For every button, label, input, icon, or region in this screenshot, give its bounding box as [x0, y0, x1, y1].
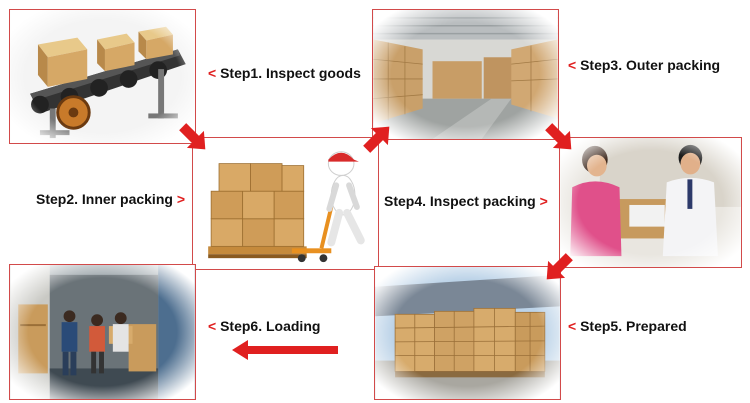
arrow-step3-to-step4 — [545, 123, 572, 150]
step5-text: Step5. Prepared — [580, 318, 687, 334]
step1-chevron: < — [208, 65, 217, 81]
step4-chevron: > — [539, 193, 548, 209]
step2-chevron: > — [176, 191, 186, 207]
step2-text: Step2. Inner packing — [36, 191, 173, 207]
step3-text: Step3. Outer packing — [580, 57, 721, 73]
pallet-jack-mascot-illustration — [193, 138, 378, 269]
step5-label: < Step5. Prepared — [568, 317, 687, 335]
arrow-step5-to-step6 — [232, 340, 338, 360]
step1-image — [9, 9, 196, 144]
step2-image — [192, 137, 379, 270]
warehouse-interior-photo — [373, 10, 558, 139]
arrow-step1-to-step2 — [179, 123, 206, 150]
prepared-pallets-photo — [375, 267, 560, 399]
step4-text: Step4. Inspect packing — [384, 193, 536, 209]
step2-label: Step2. Inner packing > — [36, 190, 185, 208]
step3-image — [372, 9, 559, 140]
arrow-step2-to-step3 — [363, 126, 390, 153]
step1-text: Step1. Inspect goods — [220, 65, 361, 81]
workers-inspecting-photo — [560, 138, 741, 267]
step5-chevron: < — [568, 318, 577, 334]
step4-image — [559, 137, 742, 268]
step4-label: Step4. Inspect packing > — [384, 192, 548, 210]
step6-image — [9, 264, 196, 400]
arrow-step4-to-step5 — [546, 253, 573, 280]
step6-text: Step6. Loading — [220, 318, 321, 334]
step6-label: < Step6. Loading — [208, 317, 320, 335]
conveyor-boxes-illustration — [10, 10, 195, 143]
step3-chevron: < — [568, 57, 577, 73]
step6-chevron: < — [208, 318, 217, 334]
step5-image — [374, 266, 561, 400]
step3-label: < Step3. Outer packing — [568, 56, 720, 74]
step1-label: < Step1. Inspect goods — [208, 64, 361, 82]
container-loading-photo — [10, 265, 195, 399]
